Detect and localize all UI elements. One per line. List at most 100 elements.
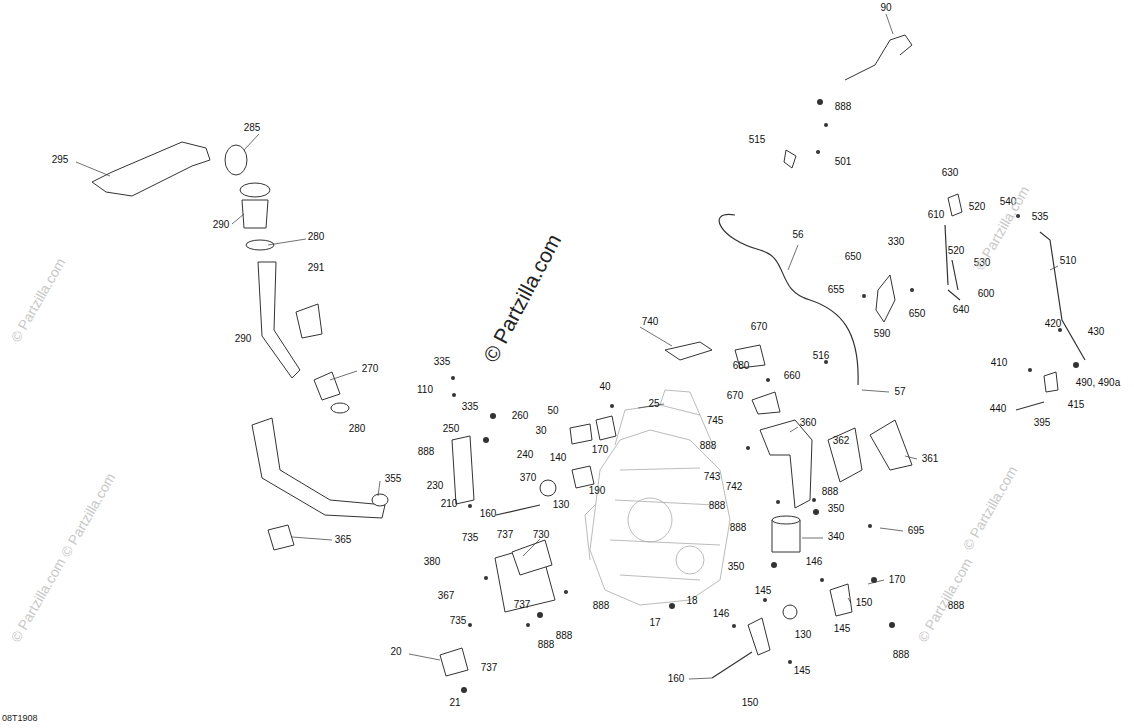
callout-number: 735 bbox=[450, 616, 467, 626]
callout-number: 888 bbox=[822, 487, 839, 497]
callout-number: 290 bbox=[235, 334, 252, 344]
callout-number: 330 bbox=[888, 237, 905, 247]
callout-number: 146 bbox=[806, 557, 823, 567]
callout-number: 888 bbox=[893, 650, 910, 660]
callout-number: 190 bbox=[589, 486, 606, 496]
callout-number: 365 bbox=[335, 535, 352, 545]
callout-number: 110 bbox=[417, 385, 433, 395]
callout-number: 745 bbox=[707, 416, 724, 426]
callout-number: 335 bbox=[434, 357, 451, 367]
callout-number: 290 bbox=[213, 220, 230, 230]
callout-number: 130 bbox=[553, 500, 570, 510]
callout-number: 650 bbox=[909, 309, 926, 319]
callout-number: 695 bbox=[908, 526, 925, 536]
callout-number: 145 bbox=[755, 586, 772, 596]
callout-number: 90 bbox=[880, 3, 891, 13]
callout-number: 440 bbox=[990, 404, 1007, 414]
callout-number: 210 bbox=[441, 499, 458, 509]
watermark: © Partzilla.com bbox=[8, 556, 67, 645]
callout-number: 295 bbox=[52, 155, 69, 165]
callout-number: 367 bbox=[438, 591, 455, 601]
callout-number: 520 bbox=[948, 246, 965, 256]
callout-number: 740 bbox=[642, 317, 659, 327]
callout-number: 250 bbox=[443, 424, 460, 434]
callout-number: 670 bbox=[727, 391, 744, 401]
callout-number: 291 bbox=[308, 263, 325, 273]
callout-number: 670 bbox=[751, 322, 768, 332]
callout-number: 361 bbox=[922, 454, 939, 464]
callout-number: 20 bbox=[390, 647, 401, 657]
callout-number: 415 bbox=[1068, 400, 1085, 410]
callout-number: 240 bbox=[517, 450, 534, 460]
callout-number: 280 bbox=[349, 424, 366, 434]
callout-number: 362 bbox=[833, 436, 850, 446]
callout-number: 610 bbox=[928, 210, 945, 220]
callout-number: 730 bbox=[533, 530, 550, 540]
callout-number: 501 bbox=[835, 157, 852, 167]
callout-number: 30 bbox=[535, 426, 546, 436]
callout-number: 160 bbox=[668, 674, 685, 684]
part-outlines bbox=[92, 35, 1058, 676]
callout-number: 742 bbox=[726, 482, 743, 492]
callout-number: 145 bbox=[834, 624, 851, 634]
callout-number: 600 bbox=[978, 289, 995, 299]
callout-number: 280 bbox=[308, 232, 325, 242]
callout-number: 737 bbox=[514, 600, 531, 610]
callout-number: 150 bbox=[856, 598, 873, 608]
callout-number: 660 bbox=[784, 371, 801, 381]
leader-lines bbox=[76, 14, 1058, 679]
callout-number: 535 bbox=[1032, 212, 1049, 222]
callout-number: 57 bbox=[894, 387, 905, 397]
callout-number: 888 bbox=[835, 102, 852, 112]
watermark: © Partzilla.com bbox=[960, 464, 1019, 553]
callout-number: 270 bbox=[362, 364, 379, 374]
callout-number: 520 bbox=[969, 202, 986, 212]
callout-number: 360 bbox=[800, 418, 817, 428]
callout-number: 888 bbox=[538, 640, 555, 650]
callout-number: 335 bbox=[462, 402, 479, 412]
callout-number: 370 bbox=[520, 473, 537, 483]
callout-number: 888 bbox=[593, 601, 610, 611]
callout-number: 888 bbox=[730, 523, 747, 533]
callout-number: 888 bbox=[700, 441, 717, 451]
callout-number: 285 bbox=[244, 123, 261, 133]
callout-number: 350 bbox=[828, 504, 845, 514]
callout-number: 170 bbox=[889, 575, 906, 585]
callout-number: 380 bbox=[424, 557, 441, 567]
callout-number: 737 bbox=[481, 663, 498, 673]
callout-number: 170 bbox=[592, 445, 609, 455]
callout-number: 735 bbox=[462, 533, 479, 543]
callout-number: 395 bbox=[1034, 418, 1051, 428]
callout-number: 50 bbox=[547, 406, 558, 416]
callout-number: 21 bbox=[449, 698, 460, 708]
callout-number: 630 bbox=[942, 168, 959, 178]
callout-number: 888 bbox=[418, 447, 435, 457]
callout-number: 888 bbox=[556, 631, 573, 641]
callout-number: 640 bbox=[953, 305, 970, 315]
callout-number: 515 bbox=[749, 135, 766, 145]
callout-number: 490, 490a bbox=[1076, 378, 1121, 388]
callout-number: 888 bbox=[709, 501, 726, 511]
callout-number: 680 bbox=[733, 361, 750, 371]
callout-number: 340 bbox=[828, 532, 845, 542]
callout-number: 18 bbox=[686, 596, 697, 606]
callout-number: 230 bbox=[427, 481, 444, 491]
callout-number: 510 bbox=[1060, 256, 1077, 266]
callout-number: 25 bbox=[648, 399, 659, 409]
fasteners bbox=[451, 99, 1079, 693]
callout-number: 40 bbox=[599, 382, 610, 392]
callout-number: 516 bbox=[813, 351, 830, 361]
watermark: © Partzilla.com bbox=[915, 556, 974, 645]
callout-number: 420 bbox=[1045, 319, 1062, 329]
callout-number: 150 bbox=[742, 698, 759, 708]
callout-number: 743 bbox=[704, 472, 721, 482]
callout-number: 655 bbox=[828, 285, 845, 295]
cables-rods bbox=[496, 214, 1085, 678]
callout-number: 260 bbox=[512, 411, 529, 421]
callout-number: 590 bbox=[874, 329, 891, 339]
callout-number: 650 bbox=[845, 252, 862, 262]
engine-block bbox=[585, 390, 730, 605]
watermark: © Partzilla.com bbox=[8, 256, 67, 345]
callout-number: 56 bbox=[792, 230, 803, 240]
callout-number: 145 bbox=[794, 666, 811, 676]
